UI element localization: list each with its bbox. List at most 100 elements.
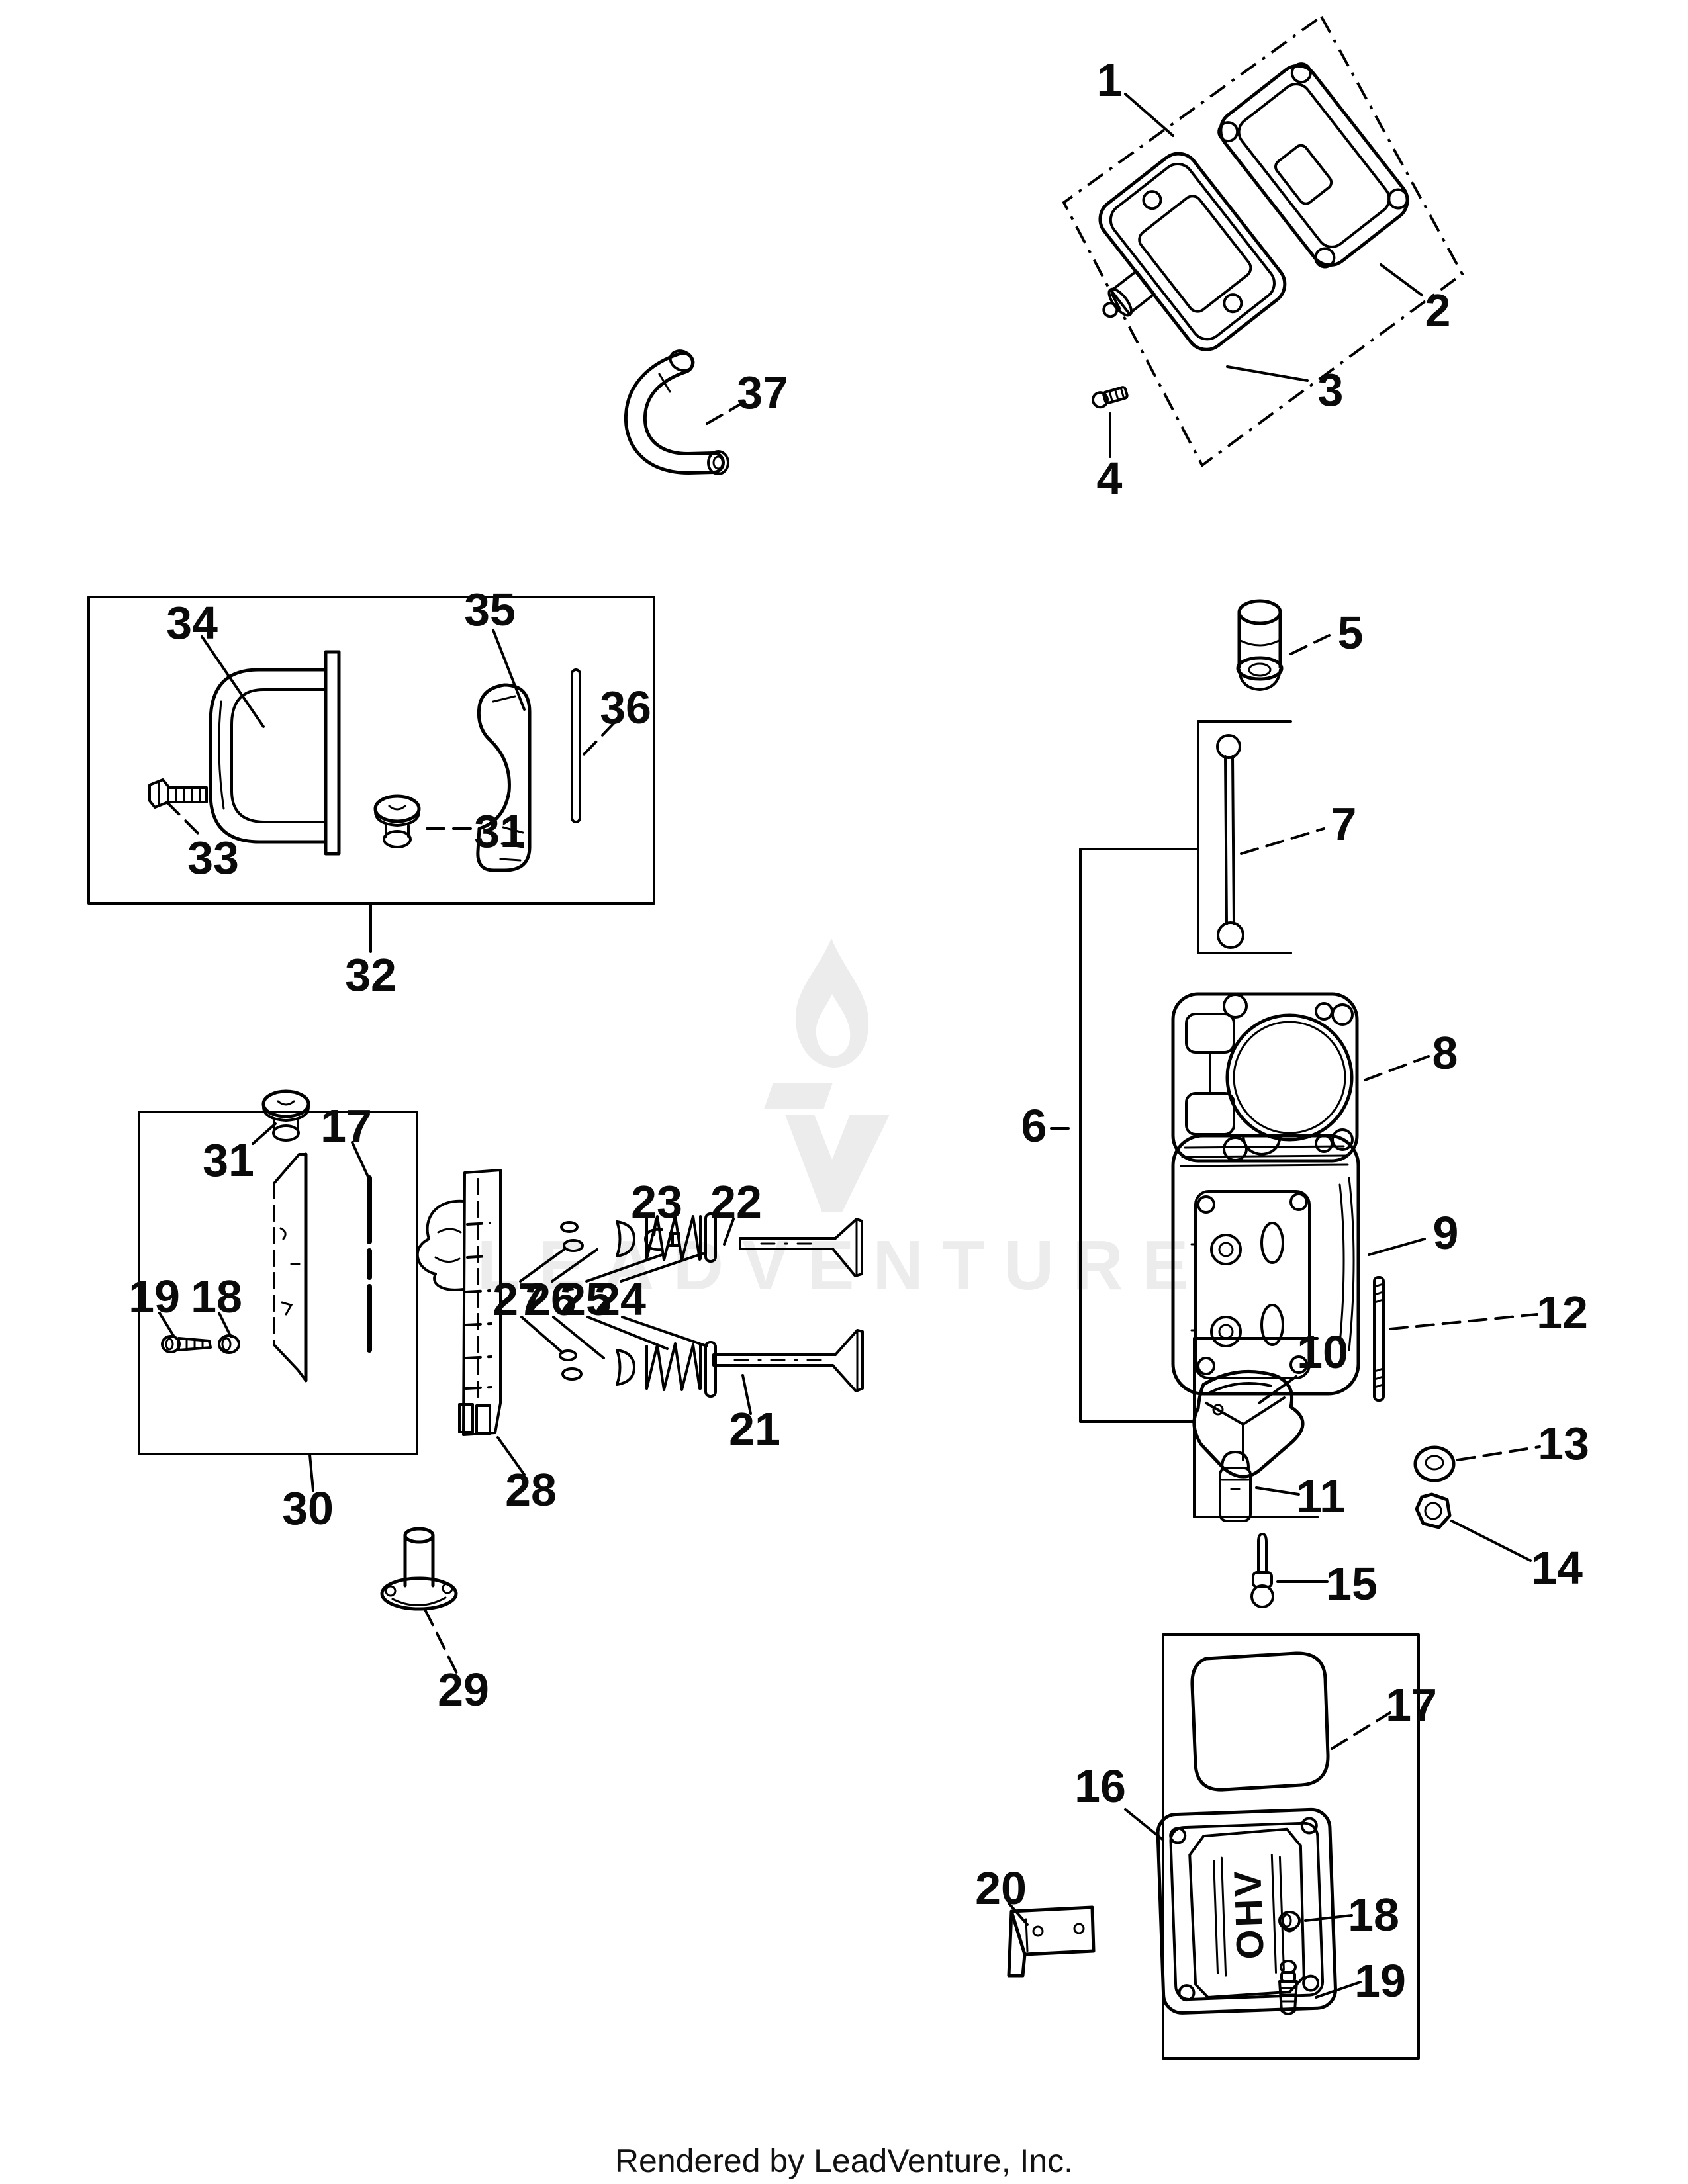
leader-30 bbox=[308, 1453, 314, 1492]
callout-12-16: 12 bbox=[1536, 1287, 1588, 1338]
leader-24-up bbox=[620, 1252, 704, 1283]
callout-31-27: 31 bbox=[203, 1134, 254, 1186]
callout-23-36: 23 bbox=[631, 1176, 682, 1228]
callout-30-31: 30 bbox=[282, 1482, 334, 1534]
leader-17b bbox=[351, 1141, 370, 1179]
valve-cover-edge-view bbox=[273, 1152, 308, 1383]
callout-6-13: 6 bbox=[1021, 1100, 1047, 1152]
part-37-breather-hose bbox=[624, 349, 746, 475]
callout-1-0: 1 bbox=[1097, 54, 1123, 106]
callout-35-6: 35 bbox=[464, 584, 516, 635]
callout-36-7: 36 bbox=[600, 682, 651, 733]
leader-9 bbox=[1368, 1238, 1426, 1256]
part-21-exhaust-valve bbox=[712, 1329, 864, 1415]
cover-kit-box-30 bbox=[138, 1089, 418, 1492]
part-2-cover-gasket bbox=[1217, 62, 1409, 269]
leader-14 bbox=[1450, 1520, 1532, 1562]
part-14-nut bbox=[1415, 1492, 1532, 1562]
callout-5-11: 5 bbox=[1338, 607, 1364, 659]
leader-22 bbox=[723, 1218, 735, 1246]
part-28-head-edge-view bbox=[416, 1169, 526, 1476]
part-4-screw bbox=[1092, 386, 1129, 458]
callout-4-3: 4 bbox=[1097, 453, 1123, 504]
leader-17a bbox=[1331, 1711, 1391, 1750]
bracket-6-lines bbox=[1050, 848, 1199, 1423]
ohv-cover-text: OHV bbox=[1226, 1868, 1272, 1960]
callout-34-5: 34 bbox=[166, 597, 218, 649]
part-18-cap-left bbox=[218, 1312, 240, 1354]
part-17-gasket-edge-view bbox=[351, 1141, 372, 1358]
callout-29-32: 29 bbox=[438, 1664, 489, 1715]
leader-19a bbox=[1315, 1981, 1362, 1999]
part-13-washer bbox=[1413, 1445, 1541, 1482]
leader-13 bbox=[1456, 1445, 1541, 1461]
callout-32-10: 32 bbox=[345, 949, 397, 1001]
leader-29 bbox=[424, 1608, 458, 1674]
part-7-push-rod bbox=[1216, 734, 1325, 949]
leader-35 bbox=[492, 629, 526, 711]
part-22-intake-valve bbox=[723, 1218, 863, 1277]
callout-19-29: 19 bbox=[128, 1271, 180, 1322]
callout-20-26: 20 bbox=[975, 1862, 1027, 1914]
part-24-spring-seats bbox=[620, 1212, 717, 1398]
part-9-cylinder-head bbox=[1171, 1134, 1426, 1396]
part-19-screw-left bbox=[158, 1312, 212, 1353]
part-3-breather-cover-plate bbox=[1098, 152, 1287, 351]
callout-3-2: 3 bbox=[1318, 364, 1344, 416]
callout-14-18: 14 bbox=[1531, 1542, 1583, 1594]
leader-37 bbox=[706, 400, 746, 425]
leader-26-up bbox=[551, 1248, 598, 1283]
leader-28 bbox=[496, 1436, 526, 1476]
part-18-cap-box16 bbox=[1278, 1911, 1353, 1933]
callout-8-14: 8 bbox=[1432, 1027, 1458, 1079]
part-35-breather-clamp bbox=[476, 629, 532, 872]
push-rod-box bbox=[1197, 720, 1292, 954]
flame-logo-icon bbox=[764, 938, 890, 1212]
part-1-cover-assembly-outline bbox=[1062, 15, 1464, 467]
breather-kit-box-32 bbox=[87, 596, 655, 953]
leader-5 bbox=[1289, 634, 1331, 655]
leader-25-down bbox=[586, 1316, 669, 1350]
part-5-actuator-cap bbox=[1236, 599, 1331, 691]
leader-21 bbox=[741, 1374, 752, 1415]
callout-22-35: 22 bbox=[710, 1176, 762, 1228]
part-19-screw-box16 bbox=[1278, 1960, 1362, 2015]
leader-23 bbox=[653, 1218, 657, 1236]
part-31-grommet-box32 bbox=[373, 794, 475, 848]
leader-20 bbox=[1008, 1902, 1029, 1926]
part-15-pin bbox=[1250, 1533, 1329, 1608]
leader-33 bbox=[165, 801, 205, 841]
part-34-breather-bracket bbox=[201, 635, 341, 856]
callout-15-21: 15 bbox=[1326, 1558, 1378, 1610]
callout-11-20: 11 bbox=[1296, 1471, 1345, 1522]
leader-27-down bbox=[520, 1316, 564, 1354]
leader-12 bbox=[1389, 1313, 1538, 1330]
leader-34 bbox=[201, 635, 265, 728]
callout-10-19: 10 bbox=[1297, 1326, 1348, 1378]
part-12-stud bbox=[1373, 1276, 1538, 1402]
callout-16-22: 16 bbox=[1074, 1760, 1126, 1812]
part-17-valve-cover-gasket bbox=[1190, 1651, 1391, 1792]
leader-26-down bbox=[552, 1316, 605, 1359]
callout-27-40: 27 bbox=[492, 1273, 544, 1325]
callout-17-28: 17 bbox=[320, 1100, 372, 1152]
leader-36 bbox=[583, 721, 616, 756]
part-11-plug bbox=[1219, 1451, 1300, 1522]
leader-25-up bbox=[585, 1253, 663, 1283]
leader-19b bbox=[158, 1312, 175, 1337]
callout-24-37: 24 bbox=[594, 1273, 646, 1325]
part-8-head-gasket bbox=[1171, 992, 1430, 1163]
callout-18-24: 18 bbox=[1348, 1889, 1399, 1940]
leader-8 bbox=[1364, 1055, 1430, 1081]
part-20-bracket bbox=[1007, 1902, 1096, 1978]
leader-24-down bbox=[621, 1316, 708, 1347]
leader-18b bbox=[218, 1312, 232, 1338]
part-27-retainers bbox=[519, 1221, 584, 1381]
callout-33-8: 33 bbox=[187, 832, 239, 884]
leader-10 bbox=[1258, 1375, 1297, 1404]
leader-2 bbox=[1380, 263, 1423, 296]
callout-19-25: 19 bbox=[1354, 1955, 1406, 2007]
part-26-spring-caps bbox=[551, 1220, 635, 1386]
callout-21-34: 21 bbox=[729, 1403, 780, 1455]
